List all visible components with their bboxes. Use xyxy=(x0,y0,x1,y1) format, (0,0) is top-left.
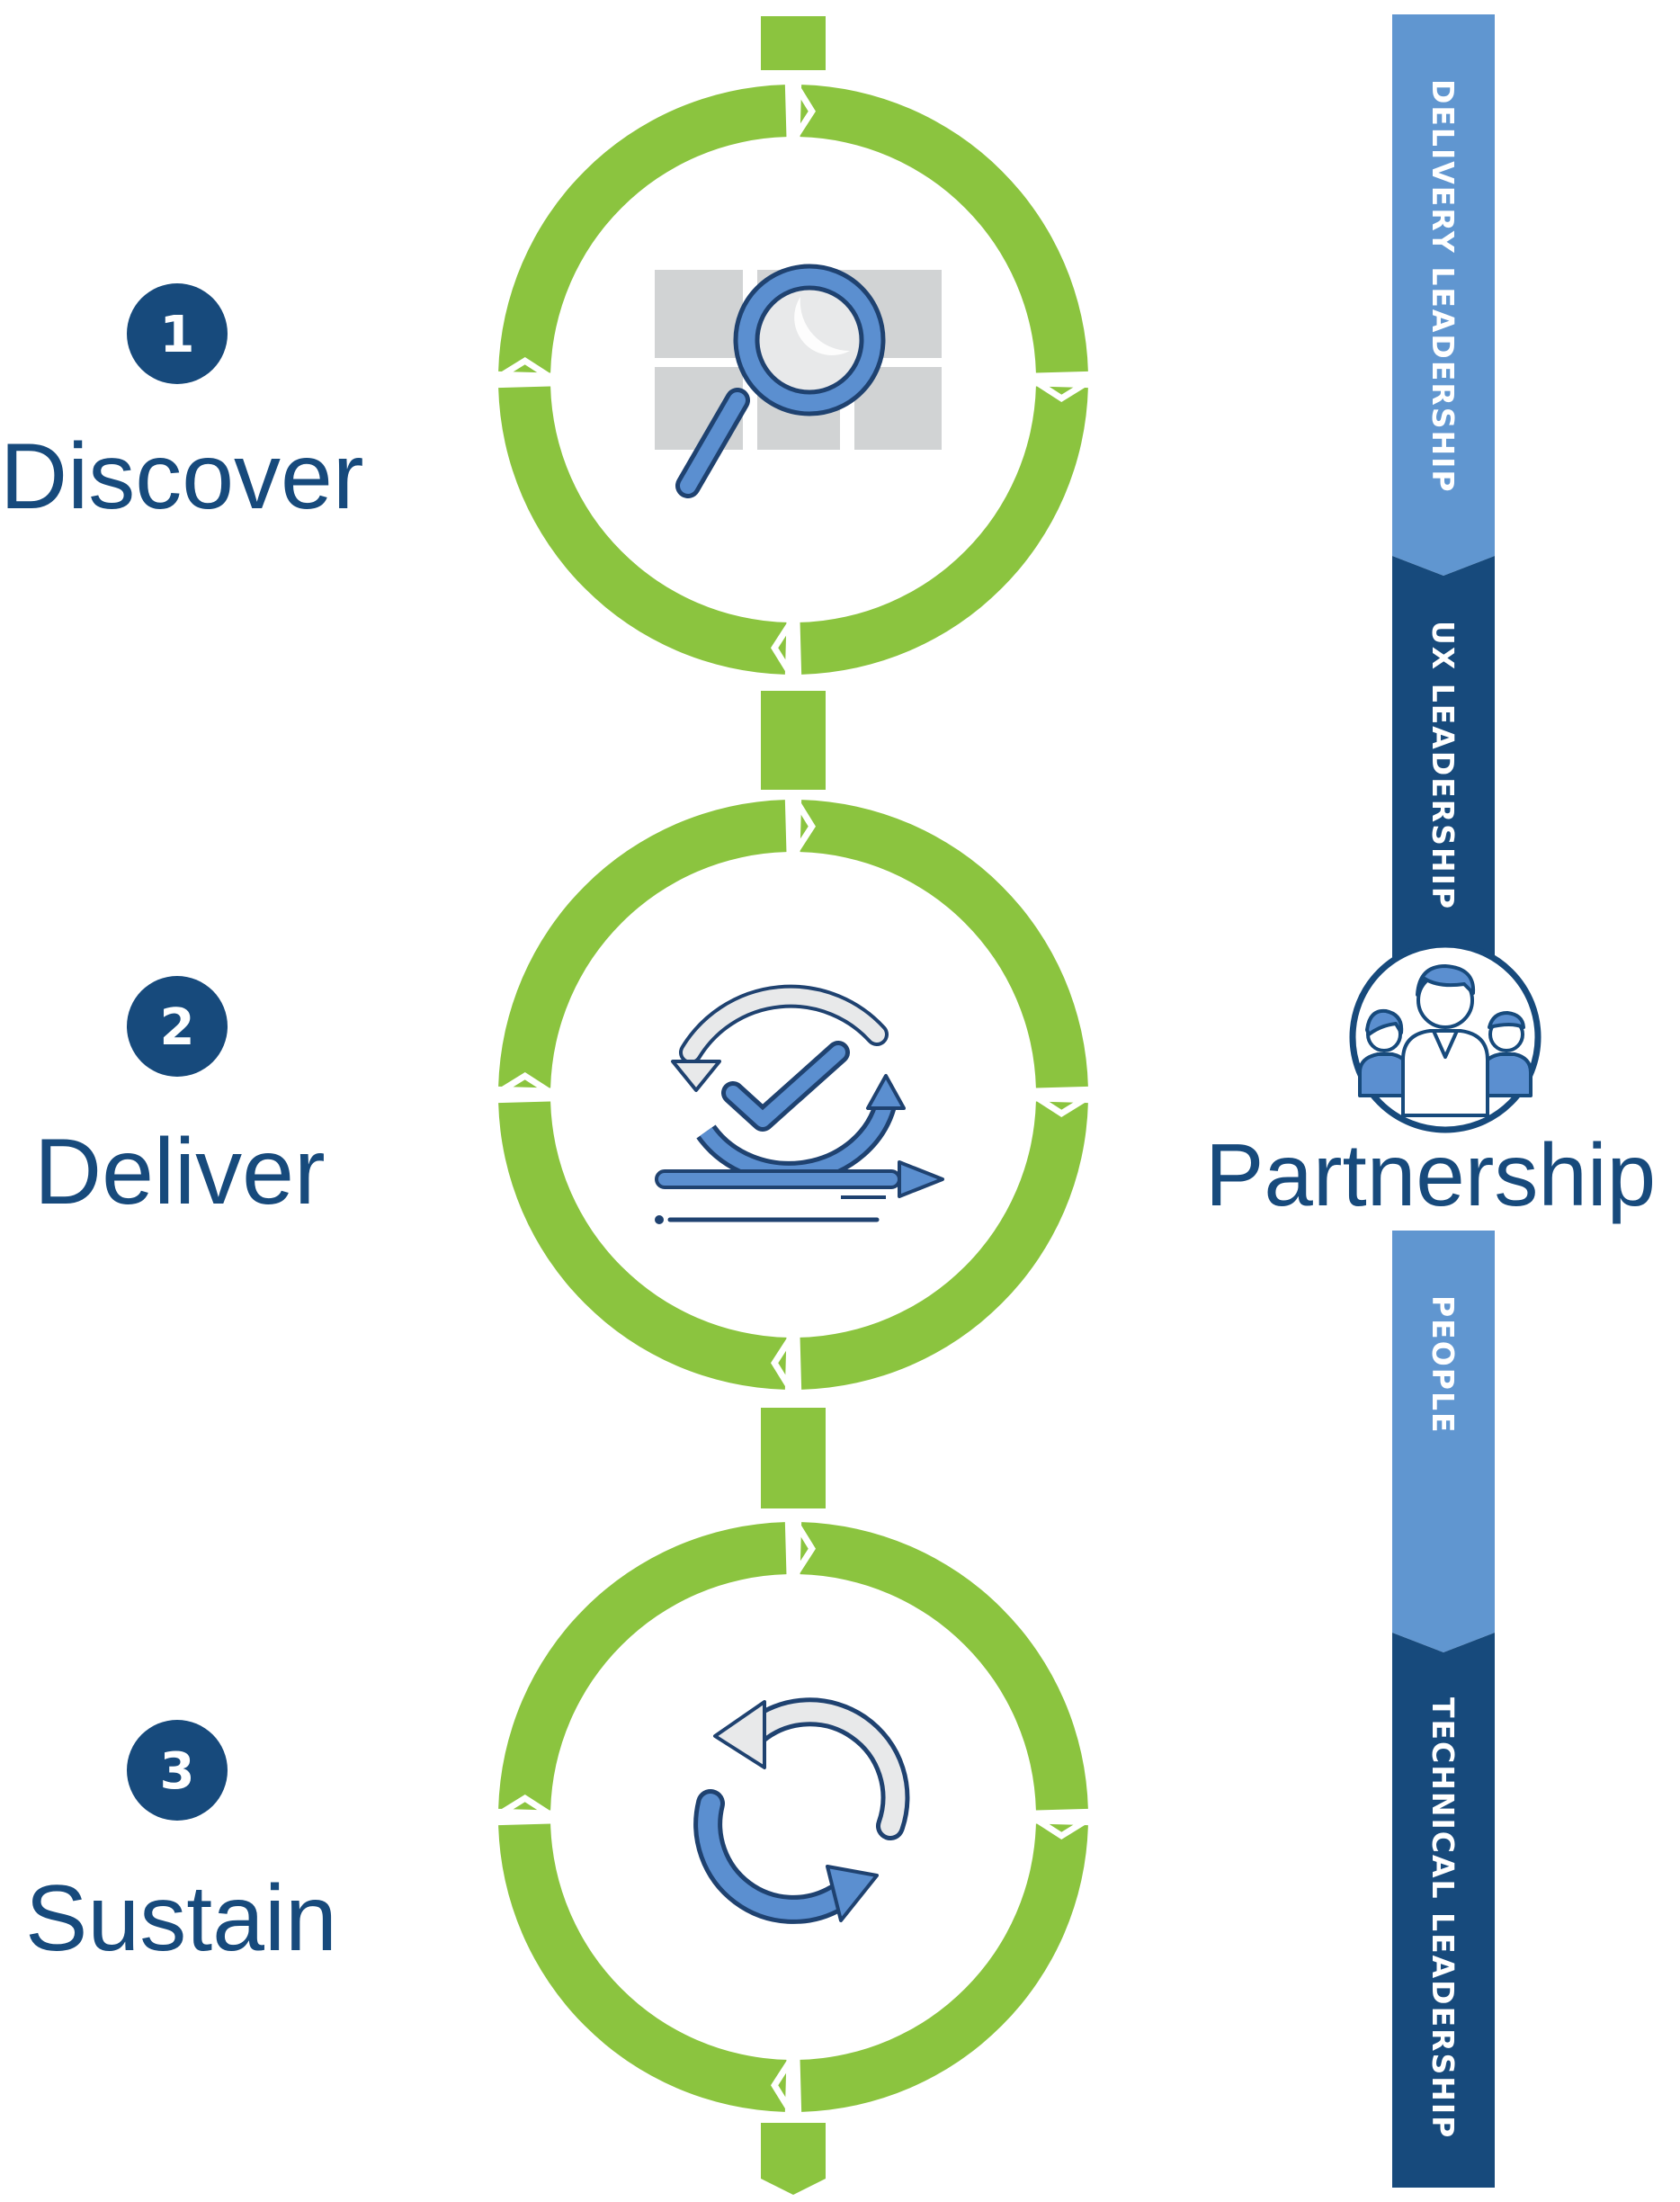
band-label: DELIVERY LEADERSHIP xyxy=(1425,79,1461,494)
band-label: PEOPLE xyxy=(1425,1295,1461,1435)
step-badge-1: 1 xyxy=(127,283,228,384)
ring-divider xyxy=(493,357,556,382)
ring-divider xyxy=(1031,377,1094,402)
ring-divider xyxy=(493,1795,556,1820)
ring-segment xyxy=(498,85,787,373)
ring-divider xyxy=(791,794,816,857)
connector-1-2 xyxy=(761,691,826,790)
band-technical-leadership: TECHNICAL LEADERSHIP xyxy=(1392,1633,1495,2188)
step-ring-sustain xyxy=(493,1517,1094,2117)
ring-segment xyxy=(800,85,1088,373)
green-connectors xyxy=(761,16,826,2195)
band-shape xyxy=(1392,556,1495,971)
step-number-2: 2 xyxy=(160,998,195,1057)
ring-segment xyxy=(800,800,1088,1088)
band-shape xyxy=(1392,1633,1495,2188)
step-badge-2: 2 xyxy=(127,976,228,1077)
ring-segment xyxy=(800,386,1088,675)
ring-segment xyxy=(800,1823,1088,2112)
ring-segment xyxy=(800,1522,1088,1811)
ring-divider xyxy=(771,1332,796,1395)
ring-segment xyxy=(498,1101,787,1390)
ring-segment xyxy=(498,1522,787,1811)
connector-top xyxy=(761,16,826,70)
band-shape xyxy=(1392,14,1495,576)
magnifier-search-icon xyxy=(655,264,942,498)
step-label-discover: Discover xyxy=(0,425,364,529)
step-rings xyxy=(493,79,1094,2117)
band-label: TECHNICAL LEADERSHIP xyxy=(1425,1697,1461,2139)
ring-segment xyxy=(498,800,787,1088)
ring-segment xyxy=(498,1823,787,2112)
ring-divider xyxy=(493,1072,556,1097)
connector-bottom xyxy=(761,2123,826,2195)
step-badge-3: 3 xyxy=(127,1720,228,1821)
team-people-icon xyxy=(1349,941,1541,1133)
step-ring-discover xyxy=(493,79,1094,680)
ring-divider xyxy=(771,2054,796,2117)
ring-segment xyxy=(498,386,787,675)
step-ring-deliver xyxy=(493,794,1094,1395)
step-number-3: 3 xyxy=(160,1742,195,1801)
step-number-badges: 1 2 3 xyxy=(127,283,228,1821)
leadership-bands: DELIVERY LEADERSHIP UX LEADERSHIP PEOPLE TE… xyxy=(1392,14,1495,2188)
ring-divider xyxy=(791,79,816,142)
band-people: PEOPLE xyxy=(1392,1231,1495,1652)
band-ux-leadership: UX LEADERSHIP xyxy=(1392,556,1495,971)
band-shape xyxy=(1392,1231,1495,1652)
ring-divider xyxy=(1031,1814,1094,1839)
partnership-label: Partnership xyxy=(1205,1125,1656,1224)
band-delivery-leadership: DELIVERY LEADERSHIP xyxy=(1392,14,1495,576)
step-number-1: 1 xyxy=(160,306,195,364)
ring-segment xyxy=(800,1101,1088,1390)
step-labels: Discover Deliver Sustain xyxy=(0,425,364,1971)
ring-divider xyxy=(771,617,796,680)
step-label-deliver: Deliver xyxy=(34,1120,326,1224)
agile-sprint-cycle-icon xyxy=(655,984,944,1224)
ring-divider xyxy=(791,1517,816,1580)
refresh-cycle-icon xyxy=(693,1697,910,1924)
connector-2-3 xyxy=(761,1408,826,1508)
band-label: UX LEADERSHIP xyxy=(1425,621,1461,910)
ring-divider xyxy=(1031,1092,1094,1117)
step-label-sustain: Sustain xyxy=(25,1866,337,1971)
